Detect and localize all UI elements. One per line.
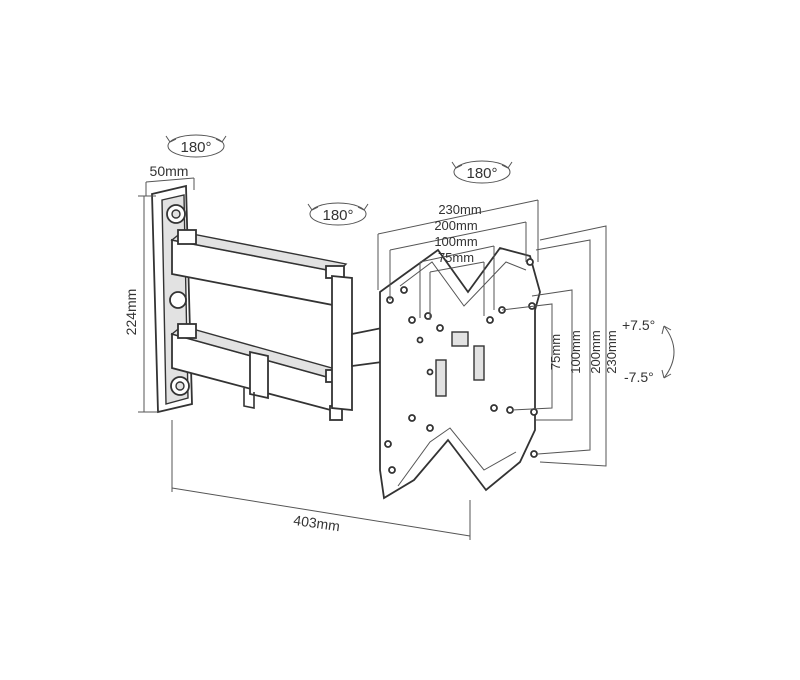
v230-label: 230mm bbox=[604, 330, 619, 373]
dim-vertical-75 bbox=[501, 303, 553, 411]
h100-label: 100mm bbox=[434, 234, 477, 249]
v75-label: 75mm bbox=[548, 334, 563, 370]
wall-height-label: 224mm bbox=[123, 289, 139, 336]
lower-arm bbox=[170, 323, 348, 421]
dim-total-depth bbox=[171, 420, 471, 540]
tilt-arrow-icon bbox=[661, 325, 675, 379]
upper-arm bbox=[170, 229, 348, 308]
wall-width-label: 50mm bbox=[150, 163, 189, 179]
arm-head-joint bbox=[331, 275, 383, 411]
tilt-up-label: +7.5° bbox=[622, 317, 655, 333]
dim-vertical-230 bbox=[539, 225, 607, 467]
vesa-plate bbox=[379, 246, 541, 500]
h200-label: 200mm bbox=[434, 218, 477, 233]
h75-label: 75mm bbox=[438, 250, 474, 265]
v200-label: 200mm bbox=[588, 330, 603, 373]
dim-horizontal-200 bbox=[389, 221, 527, 300]
rotation-arrow-arm bbox=[307, 202, 369, 226]
rotation-arrow-wall bbox=[165, 134, 227, 158]
rotation-arrow-head bbox=[451, 160, 513, 184]
total-depth-label: 403mm bbox=[292, 512, 340, 534]
dim-horizontal-230 bbox=[377, 199, 539, 290]
dim-horizontal-100 bbox=[419, 245, 495, 318]
dim-wall-height bbox=[138, 195, 158, 413]
h230-label: 230mm bbox=[438, 202, 481, 217]
head-rotation-label: 180° bbox=[466, 165, 497, 182]
dim-vertical-200 bbox=[535, 239, 591, 455]
dim-wall-width bbox=[145, 177, 195, 196]
dim-vertical-100 bbox=[531, 289, 573, 421]
arm-rotation-label: 180° bbox=[322, 207, 353, 224]
dim-horizontal-75 bbox=[429, 261, 485, 320]
wall-rotation-label: 180° bbox=[180, 139, 211, 156]
v100-label: 100mm bbox=[568, 330, 583, 373]
wall-plate bbox=[151, 184, 193, 414]
tilt-down-label: -7.5° bbox=[624, 369, 654, 385]
